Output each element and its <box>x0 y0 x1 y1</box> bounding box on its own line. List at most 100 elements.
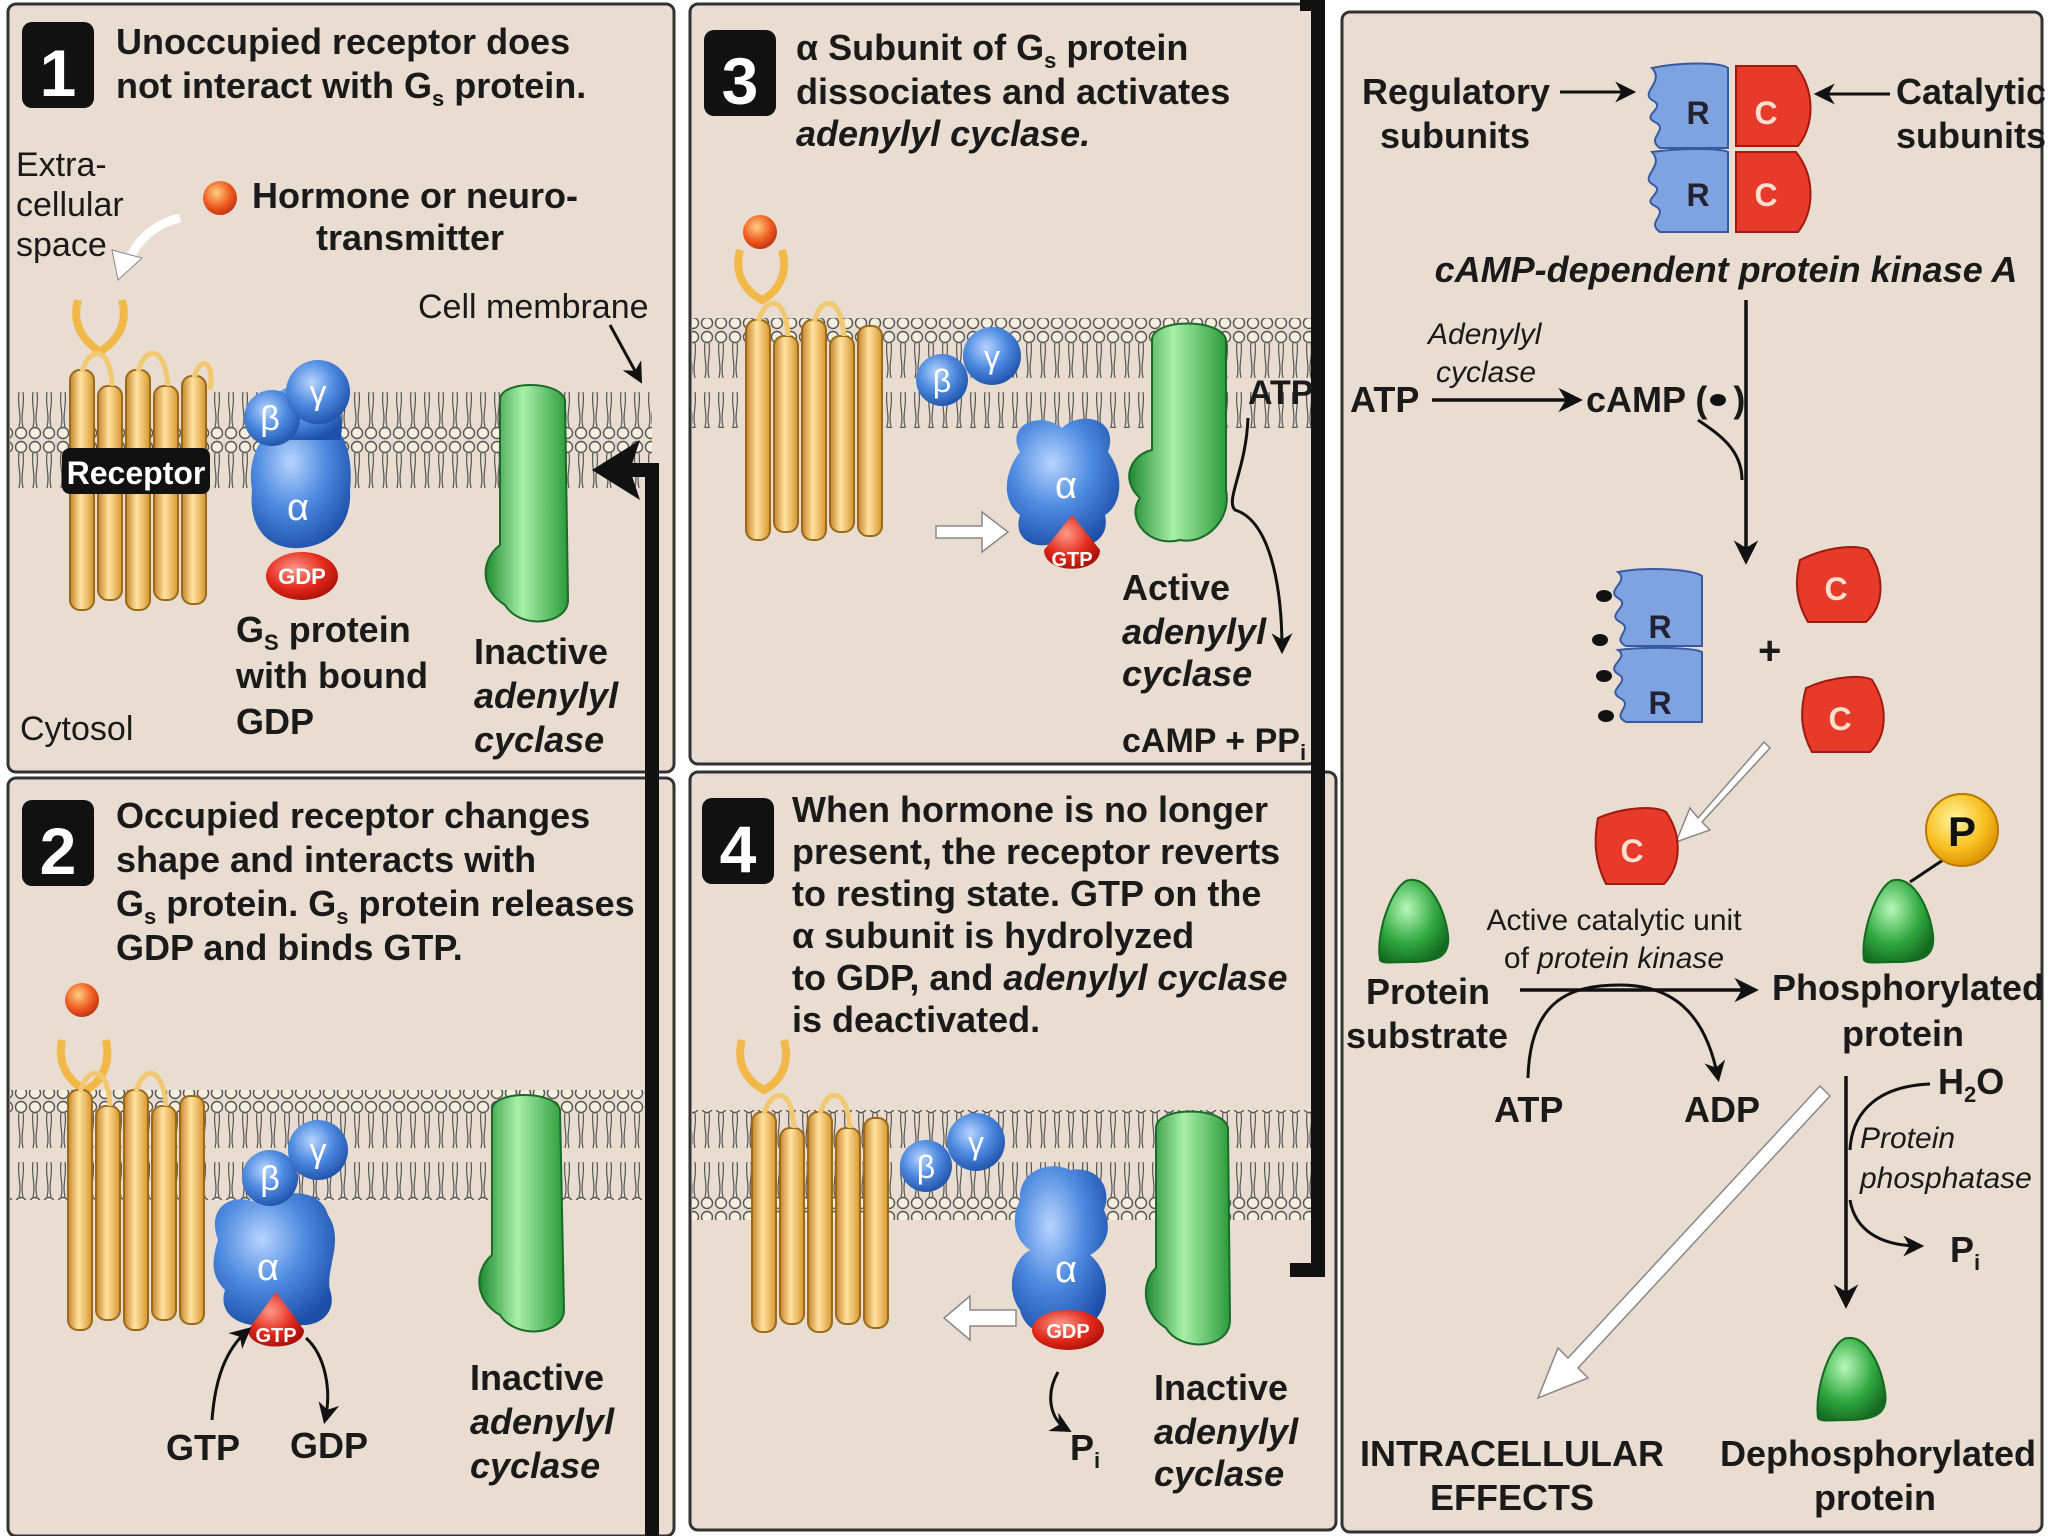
movement-arrow-4 <box>942 1294 1017 1342</box>
hormone-icon <box>203 181 237 215</box>
gamma-subunit-label: γ <box>310 374 327 412</box>
panel-4-title-line1: When hormone is no longer <box>792 789 1268 830</box>
panel-5-background <box>1340 10 2044 1534</box>
extracellular-label-3: space <box>16 226 107 264</box>
camp-symbol-icon <box>1710 394 1726 406</box>
inactive-ac-label-2-3: cyclase <box>470 1445 600 1486</box>
gdp-badge-label-4: GDP <box>1046 1321 1089 1343</box>
adenylyl-cyclase-enzyme-label-2: cyclase <box>1436 356 1536 389</box>
panel-2: 2 Occupied receptor changes shape and in… <box>22 795 635 1486</box>
alpha-subunit-label-3: α <box>1055 465 1077 507</box>
h2o-label: H2O <box>1938 1061 2004 1107</box>
step-4-badge <box>702 798 774 884</box>
free-r-label-2: R <box>1648 685 1671 721</box>
regulatory-subunits-label-1: Regulatory <box>1362 71 1550 112</box>
atp-label-5: ATP <box>1350 379 1419 420</box>
free-catalytic-icon-2 <box>1801 675 1885 753</box>
alpha-subunit-icon-4 <box>1011 1166 1108 1350</box>
active-c-label: C <box>1620 833 1643 869</box>
panel-3-title-line2: dissociates and activates <box>796 71 1230 112</box>
inactive-ac-label-2-2: adenylyl <box>470 1401 615 1442</box>
pi-label-5: Pi <box>1950 1229 1980 1275</box>
cytosol-label: Cytosol <box>20 710 133 748</box>
adp-label: ADP <box>1684 1089 1760 1130</box>
active-catalytic-label-2: of protein kinase <box>1504 942 1724 975</box>
gdp-out-arrow <box>304 1336 340 1425</box>
free-r-label-1: R <box>1648 609 1671 645</box>
active-ac-label-2: adenylyl <box>1122 611 1267 652</box>
pka-name-label: cAMP-dependent protein kinase A <box>1435 249 2018 290</box>
protein-substrate-label-2: substrate <box>1346 1015 1508 1056</box>
hormone-label-2: transmitter <box>316 217 504 258</box>
atp-conversion-arrow <box>1230 417 1293 655</box>
catalytic-subunits-label-1: Catalytic <box>1896 71 2046 112</box>
protein-phosphatase-label-1: Protein <box>1860 1122 1955 1155</box>
intracellular-effects-arrow <box>1536 1084 1832 1400</box>
h2o-input-arrow <box>1848 1082 1931 1151</box>
camp-binding-arrow <box>1697 418 1744 481</box>
panel-1-title-line2: not interact with Gs protein. <box>116 65 586 111</box>
receptor-resting-icon <box>736 1038 889 1333</box>
atp-adp-arrow <box>1526 983 1726 1083</box>
inactive-ac-label-4-3: cyclase <box>1154 1453 1284 1494</box>
pka-c-label-2: C <box>1754 177 1777 213</box>
gtp-label-2: GTP <box>166 1427 240 1468</box>
beta-subunit-label-2: β <box>260 1160 280 1198</box>
beta-subunit-label: β <box>260 400 280 438</box>
step-4-number: 4 <box>720 812 757 886</box>
inactive-ac-label-4-1: Inactive <box>1154 1367 1288 1408</box>
panel-4-title-line5: to GDP, and adenylyl cyclase <box>792 957 1288 998</box>
panel-2-title-line3: Gs protein. Gs protein releases <box>116 883 635 929</box>
extracellular-label-2: cellular <box>16 186 124 224</box>
movement-arrow-3 <box>935 510 1010 554</box>
receptor-occupied-icon-3 <box>734 215 883 541</box>
receptor-label-box <box>62 448 210 494</box>
panel-4-title-line3: to resting state. GTP on the <box>792 873 1261 914</box>
phosphorylated-protein-label-2: protein <box>1842 1013 1964 1054</box>
panel-2-title-line2: shape and interacts with <box>116 839 536 880</box>
phosphorylated-protein-icon <box>1862 878 1935 964</box>
catalytic-release-arrow <box>1674 740 1772 844</box>
panel-1: 1 Unoccupied receptor does not interact … <box>16 21 649 760</box>
adenylyl-cyclase-icon-4 <box>1144 1110 1232 1346</box>
camp-label: cAMP () <box>1586 379 1745 420</box>
gtp-in-arrow <box>210 1327 252 1421</box>
adenylyl-cyclase-icon-2 <box>478 1094 566 1333</box>
inactive-ac-label-1: Inactive <box>474 631 608 672</box>
protein-substrate-icon <box>1378 878 1450 964</box>
beta-gamma-dimer-icon-4 <box>900 1113 1005 1192</box>
step-1-number: 1 <box>40 36 77 110</box>
panel-3: 3 α Subunit of Gs protein dissociates an… <box>704 27 1313 765</box>
adenylyl-cyclase-enzyme-label-1: Adenylyl <box>1426 318 1543 351</box>
dephosphorylated-protein-icon <box>1816 1336 1887 1422</box>
adenylyl-cyclase-icon <box>484 384 570 623</box>
alpha-subunit-icon-3 <box>1006 418 1120 569</box>
beta-subunit-label-4: β <box>917 1149 935 1185</box>
panel-4-title-line6: is deactivated. <box>792 999 1040 1040</box>
phosphate-icon <box>1925 793 1999 867</box>
alpha-subunit-label-4: α <box>1055 1249 1077 1291</box>
active-ac-label-1: Active <box>1122 567 1230 608</box>
inactive-ac-label-2-1: Inactive <box>470 1357 604 1398</box>
atp-label-5b: ATP <box>1494 1089 1563 1130</box>
gdp-label-2: GDP <box>290 1425 368 1466</box>
extracellular-label-1: Extra- <box>16 146 107 184</box>
gamma-subunit-label-3: γ <box>984 339 1000 375</box>
gs-protein-icon-2 <box>213 1120 348 1347</box>
receptor-occupied-icon <box>56 983 205 1331</box>
panel-3-title-line3: adenylyl cyclase. <box>796 113 1090 154</box>
pka-r-label-2: R <box>1686 177 1709 213</box>
free-catalytic-icon-1 <box>1795 546 1882 623</box>
gtp-badge-label-2: GTP <box>255 1325 296 1347</box>
free-c-label-1: C <box>1824 571 1847 607</box>
active-adenylyl-cyclase-icon <box>1128 322 1228 543</box>
phosphate-label: P <box>1948 808 1976 855</box>
step-2-badge <box>22 800 94 886</box>
step-1-badge <box>22 22 94 108</box>
panel-5: Regulatory subunits R R C C Catalytic su… <box>1346 62 2046 1518</box>
intracellular-effects-label-2: EFFECTS <box>1430 1477 1594 1518</box>
plus-sign: + <box>1758 629 1781 673</box>
free-c-label-2: C <box>1828 701 1851 737</box>
gamma-subunit-label-4: γ <box>968 1125 984 1161</box>
